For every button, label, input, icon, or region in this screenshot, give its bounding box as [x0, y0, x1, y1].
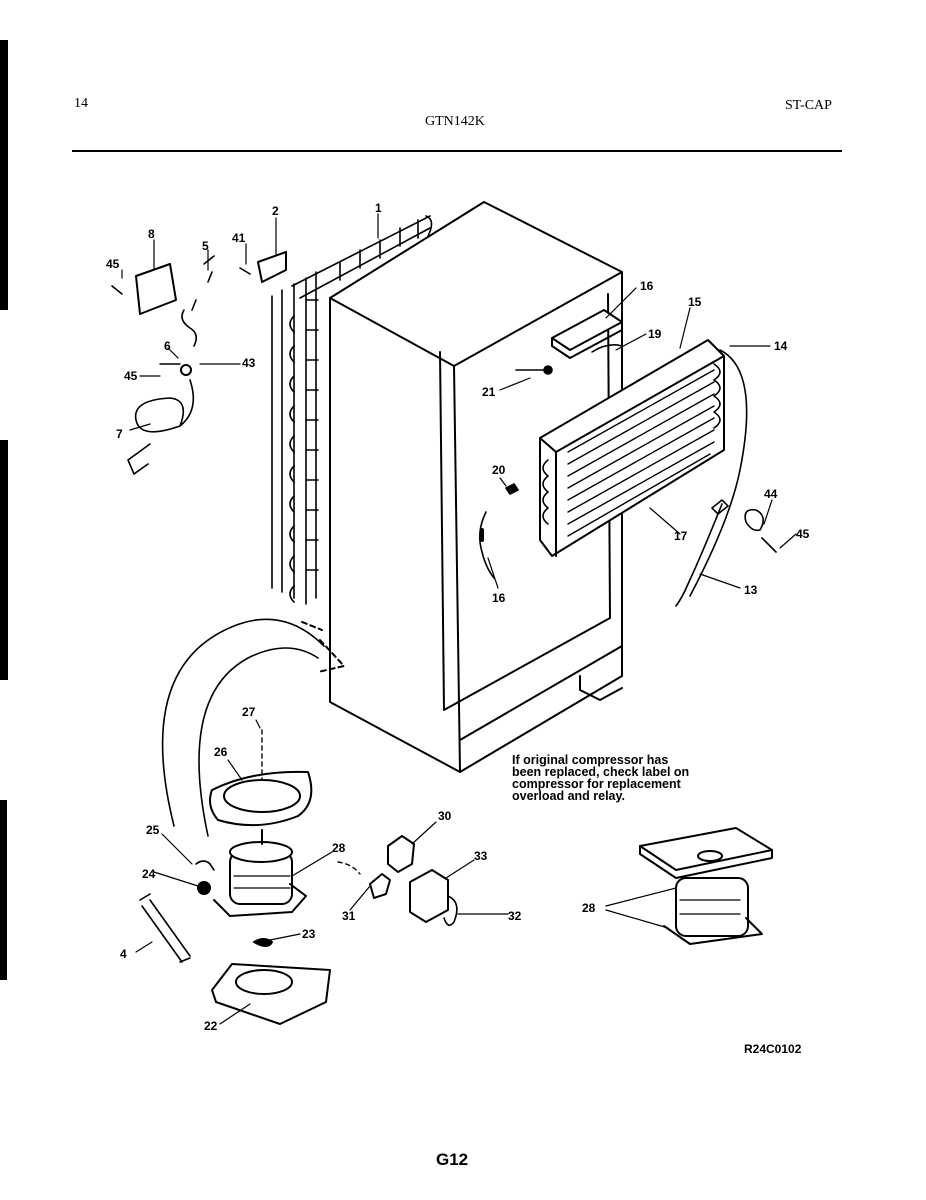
scan-edge-mark	[0, 800, 7, 980]
callout-13: 13	[744, 583, 758, 597]
note-line: If original compressor has	[512, 753, 669, 767]
callout-45: 45	[106, 257, 120, 271]
callout-23: 23	[302, 927, 316, 941]
relay-overload	[337, 835, 458, 926]
evaporator	[539, 339, 748, 597]
note-line: been replaced, check label on	[512, 765, 690, 779]
model-number: GTN142K	[425, 114, 485, 129]
callout-27: 27	[242, 705, 256, 719]
callout-1: 1	[375, 201, 382, 215]
callout-30: 30	[438, 809, 452, 823]
compressor-assembly	[139, 729, 331, 1025]
callout-45: 45	[124, 369, 138, 383]
callout-28: 28	[332, 841, 346, 855]
callout-33: 33	[474, 849, 488, 863]
control-parts	[111, 251, 287, 475]
evaporator-bracket	[551, 309, 623, 359]
small-parts	[478, 365, 553, 579]
callout-32: 32	[508, 909, 522, 923]
note-line: overload and relay.	[512, 789, 626, 803]
cabinet	[329, 201, 623, 773]
callout-21: 21	[482, 385, 496, 399]
callout-19: 19	[648, 327, 662, 341]
callout-16: 16	[492, 591, 506, 605]
direction-arrow	[161, 618, 345, 837]
scan-edge-mark	[0, 40, 8, 310]
scan-edge-mark	[0, 440, 8, 680]
condenser-coil	[271, 215, 433, 605]
callout-15: 15	[688, 295, 702, 309]
page-number: G12	[436, 1150, 469, 1169]
callout-17: 17	[674, 529, 688, 543]
callout-8: 8	[148, 227, 155, 241]
note-line: compressor for replacement	[512, 777, 681, 791]
callout-41: 41	[232, 231, 246, 245]
callout-16: 16	[640, 279, 654, 293]
leader-lines	[121, 213, 797, 1025]
compressor-note: If original compressor has been replaced…	[512, 753, 762, 803]
tubing	[675, 499, 777, 607]
callout-2: 2	[272, 204, 279, 218]
callout-4: 4	[120, 947, 127, 961]
callout-26: 26	[214, 745, 228, 759]
callout-5: 5	[202, 239, 209, 253]
callout-28: 28	[582, 901, 596, 915]
callout-31: 31	[342, 909, 356, 923]
callout-22: 22	[204, 1019, 218, 1033]
callout-6: 6	[164, 339, 171, 353]
callout-20: 20	[492, 463, 506, 477]
page-ref: 14	[74, 96, 88, 111]
drawing-code: R24C0102	[744, 1042, 802, 1056]
callout-7: 7	[116, 427, 123, 441]
callout-14: 14	[774, 339, 788, 353]
section-code: ST-CAP	[785, 98, 832, 113]
callout-43: 43	[242, 356, 256, 370]
callout-24: 24	[142, 867, 156, 881]
alt-compressor	[639, 827, 773, 945]
callout-25: 25	[146, 823, 160, 837]
callout-44: 44	[764, 487, 778, 501]
callout-45: 45	[796, 527, 810, 541]
header-rule	[72, 150, 842, 152]
